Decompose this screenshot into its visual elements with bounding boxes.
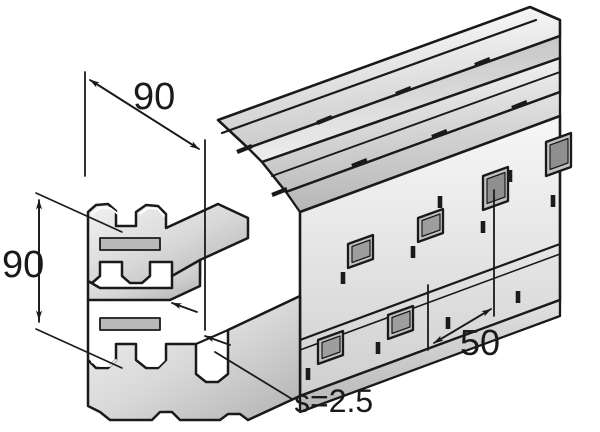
thickness-leader-line (214, 351, 293, 400)
face-tick-slot-group (305, 170, 556, 380)
dimension-layer (35, 71, 495, 400)
height-extension-line-top (35, 192, 123, 233)
tick-slot-group (236, 57, 528, 197)
tick-slot (271, 187, 288, 197)
thickness-arrow-upper (171, 302, 198, 313)
spacing-dimension-arrow-2 (435, 308, 492, 343)
height-extension-line-bottom (35, 328, 123, 369)
dimension-label-hole-spacing: 50 (460, 322, 501, 363)
width-dimension-arrow-2 (91, 80, 200, 150)
section-lip-highlights (91, 207, 165, 367)
side-face-seam-upper (298, 242, 562, 342)
dimension-label-thickness: s=2.5 (294, 383, 374, 419)
square-hole-group (316, 131, 573, 366)
square-hole (416, 207, 445, 244)
square-hole (481, 165, 510, 212)
tick-slot (316, 115, 333, 125)
square-hole (346, 233, 375, 270)
bottom-return-flange (298, 298, 562, 414)
lower-channel-inner-void (99, 317, 161, 331)
dimension-label-width: 90 (133, 76, 176, 118)
square-hole (316, 329, 345, 366)
tick-slot (431, 129, 448, 139)
tick-slot (395, 86, 412, 96)
thickness-arrow-lower (204, 335, 231, 346)
tick-slot (474, 57, 491, 67)
upper-channel-inner-wall (217, 203, 249, 219)
upper-channel-inner-void (99, 237, 161, 251)
lower-channel-section (86, 294, 302, 422)
section-depth-edges (164, 202, 302, 422)
middle-rail-edge-line (271, 71, 561, 177)
square-hole (386, 304, 415, 341)
dimension-label-height: 90 (2, 244, 45, 286)
tick-slot (236, 144, 253, 154)
strut-channel-body (86, 5, 573, 422)
end-cross-section (86, 202, 302, 422)
square-hole (544, 131, 573, 178)
tick-slot (511, 100, 528, 110)
tick-slot (351, 158, 368, 168)
upper-flange-lip-edge (220, 18, 538, 135)
